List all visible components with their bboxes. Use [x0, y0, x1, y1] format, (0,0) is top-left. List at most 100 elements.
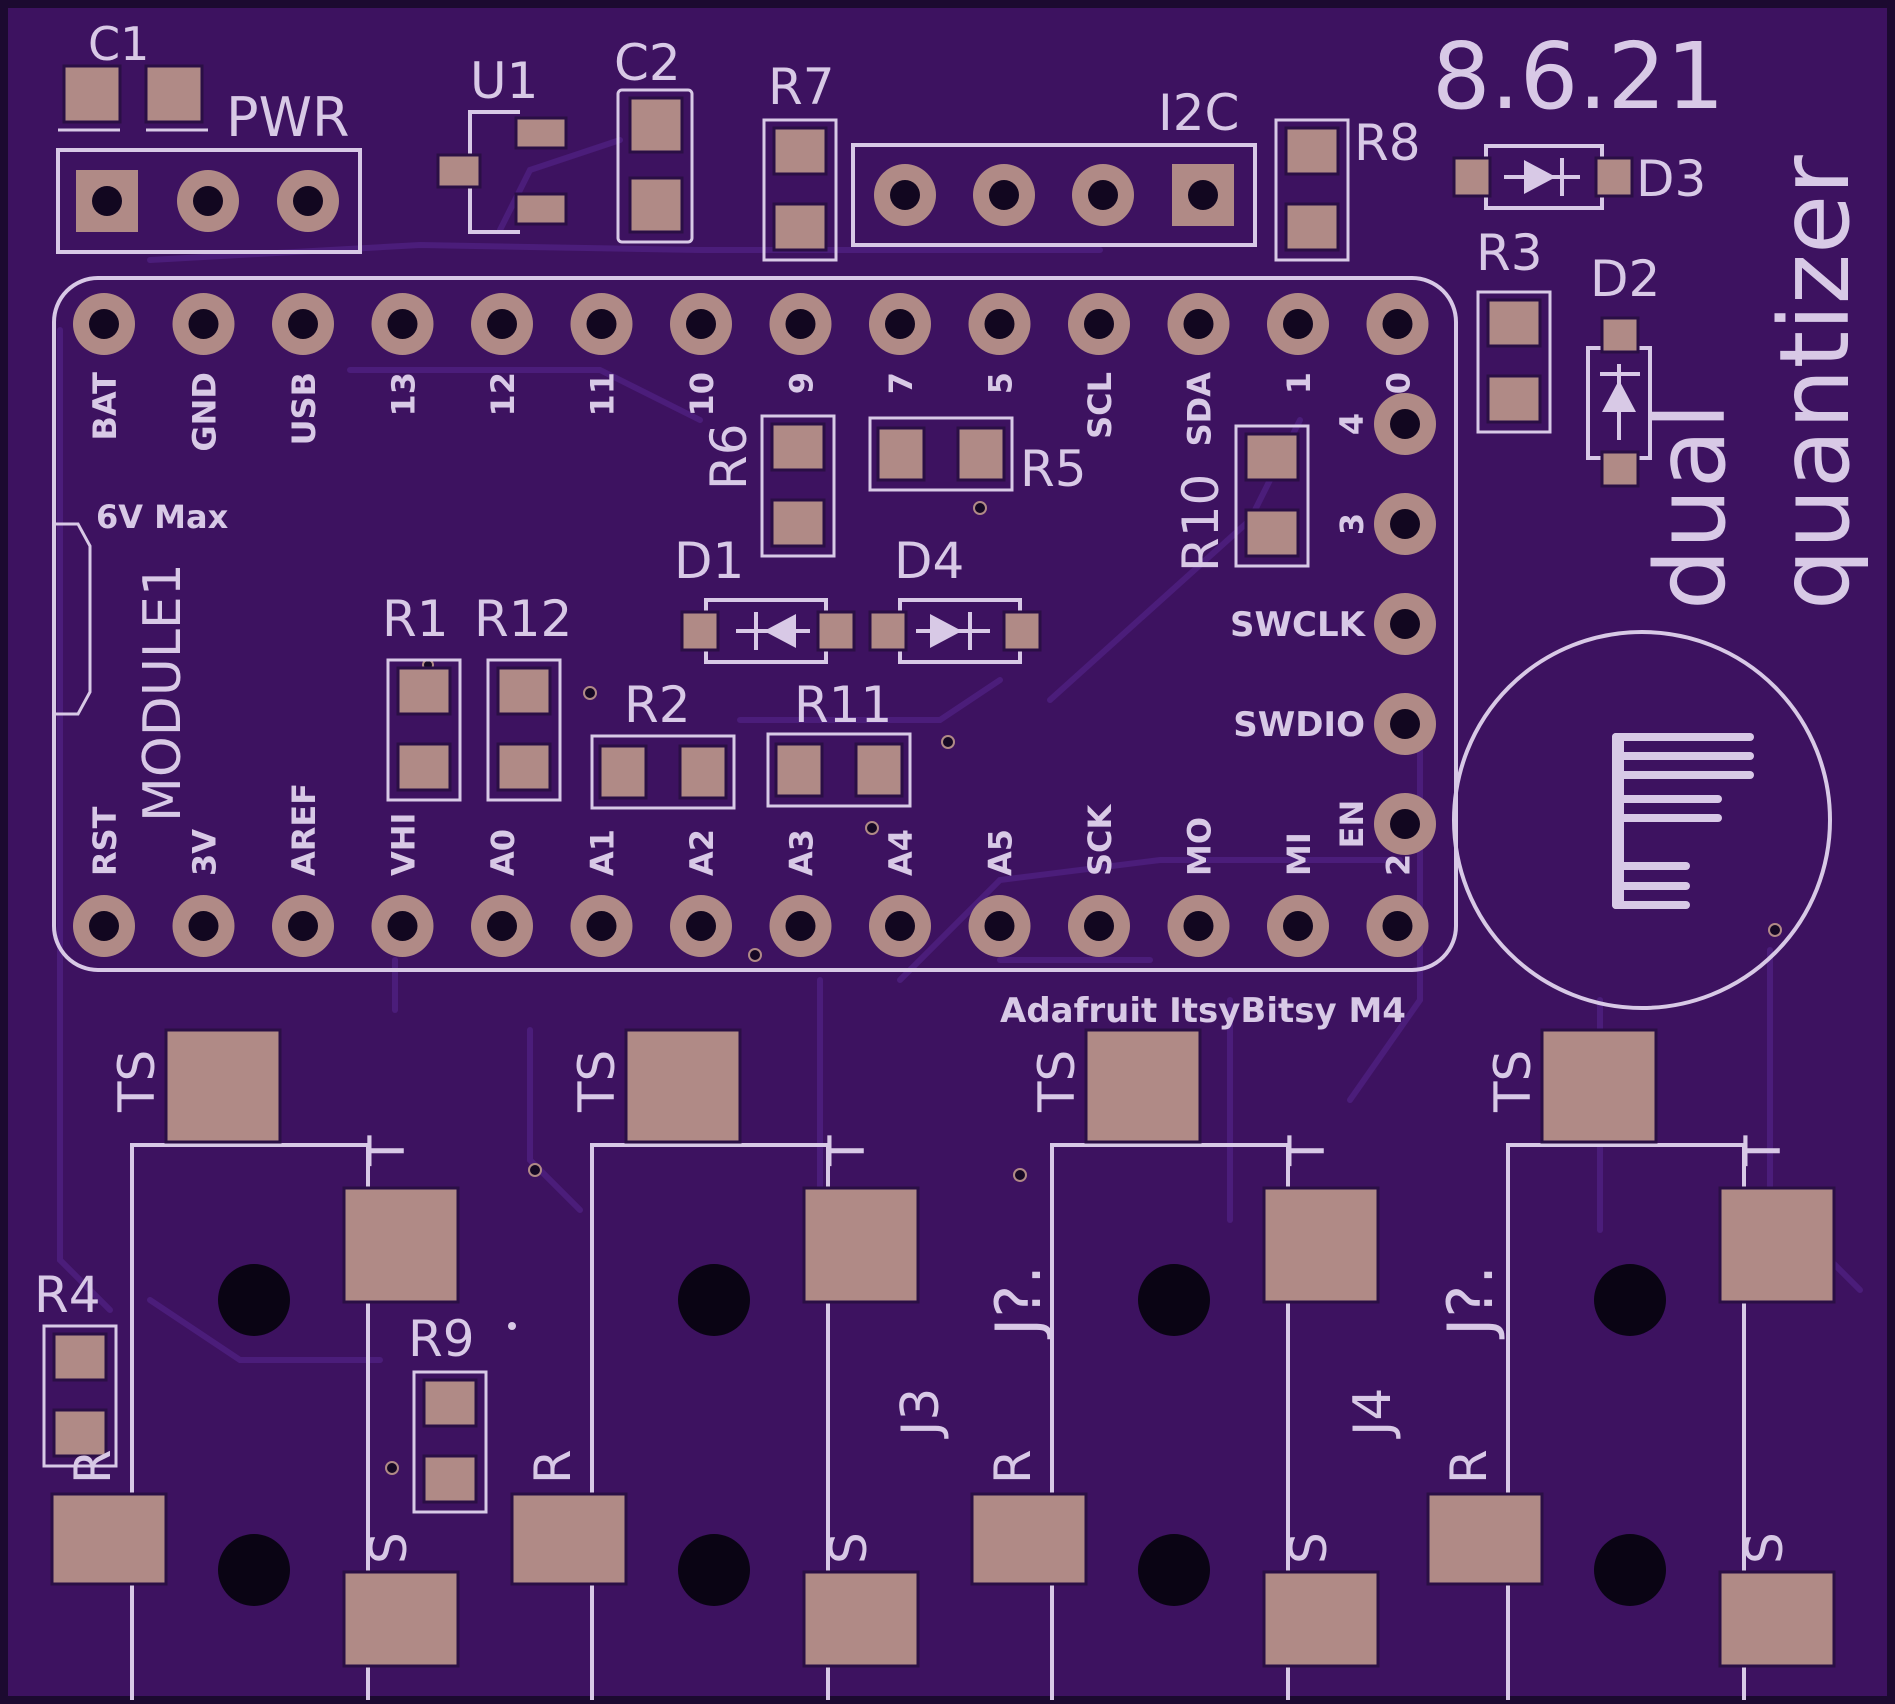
- r1-pad-2: [396, 742, 452, 792]
- jack-3-label-r: R: [984, 1449, 1042, 1484]
- jack-4-r-pad: [1426, 1492, 1544, 1586]
- r2-pad-2: [678, 744, 728, 800]
- jack-2-label-ts: TS: [568, 1050, 626, 1113]
- jack-4-label-ts: TS: [1484, 1050, 1542, 1113]
- jack-4-ts-pad: [1540, 1028, 1658, 1144]
- pin-label-right-4: 4: [1333, 413, 1371, 435]
- d1-pad-1: [680, 610, 720, 652]
- d1-pad-2: [816, 610, 856, 652]
- jack-1-r-pad: [50, 1492, 168, 1586]
- jack-2-r-pad: [510, 1492, 628, 1586]
- r8-pad-1: [1284, 126, 1340, 176]
- r6-outline: [760, 414, 836, 558]
- r4-label: R4: [34, 1266, 101, 1324]
- r7-outline: [762, 118, 838, 262]
- r8-outline: [1274, 118, 1350, 262]
- vias: [385, 501, 1782, 1475]
- d2-label: D2: [1590, 250, 1660, 308]
- r7-pad-1: [772, 126, 828, 176]
- pin-label-bottom-sck: SCK: [1081, 803, 1119, 876]
- pin-label-bottom-mi: MI: [1280, 832, 1318, 876]
- pin-label-right-3: 3: [1333, 513, 1371, 535]
- jack-3-label-t: T: [1278, 1135, 1336, 1167]
- pin-label-top-11: 11: [584, 372, 622, 417]
- pin-label-bottom-vhi: VHI: [385, 813, 423, 876]
- maker-logo: [1452, 630, 1832, 1010]
- r3-pad-2: [1486, 374, 1542, 424]
- r11-pad-1: [774, 742, 824, 798]
- d4-pad-2: [1002, 610, 1042, 652]
- date-code: 8.6.21: [1432, 23, 1725, 130]
- jack-j4-label: J4: [1343, 1388, 1403, 1439]
- pin-label-top-0: 0: [1380, 372, 1418, 394]
- jack-1-label-s: S: [360, 1532, 418, 1564]
- r2-label: R2: [624, 676, 691, 734]
- r6-label: R6: [700, 423, 758, 490]
- jack-3-label-s: S: [1280, 1532, 1338, 1564]
- pin-label-top-12: 12: [484, 372, 522, 417]
- jack-1-label-r: R: [64, 1449, 122, 1484]
- c1-pad-2: [144, 64, 204, 124]
- r5-label: R5: [1020, 440, 1087, 498]
- jack-3-ts-pad: [1084, 1028, 1202, 1144]
- jack-1-label-t: T: [358, 1135, 416, 1167]
- i2c-label: I2C: [1158, 84, 1239, 142]
- pin-label-bottom-a4: A4: [882, 829, 920, 876]
- audio-jack-3: TS T R S: [970, 1028, 1380, 1700]
- r4-pad-1: [52, 1332, 108, 1382]
- jack-3-label-ts: TS: [1028, 1050, 1086, 1113]
- pin-label-bottom-a2: A2: [683, 829, 721, 876]
- pin-label-right-swdio: SWDIO: [1233, 705, 1365, 745]
- d4-pad-1: [868, 610, 908, 652]
- d2-pad-2: [1600, 450, 1640, 488]
- board-title-quantizer: quantizer: [1759, 155, 1871, 610]
- pin-label-top-gnd: GND: [186, 372, 224, 452]
- r6-pad-2: [770, 498, 826, 548]
- jack-3-t-pad: [1262, 1186, 1380, 1304]
- r10-pad-1: [1244, 432, 1300, 482]
- pin-label-top-10: 10: [683, 372, 721, 417]
- r3-pad-1: [1486, 298, 1542, 348]
- pin-label-top-1: 1: [1280, 372, 1318, 394]
- pin-label-bottom-aref: AREF: [285, 783, 323, 876]
- jack-2-label-t: T: [818, 1135, 876, 1167]
- jack-3-r-pad: [970, 1492, 1088, 1586]
- r9-label: R9: [408, 1310, 475, 1368]
- r4-pad-2: [52, 1408, 108, 1458]
- u1-pad-2: [514, 116, 568, 150]
- pin-label-top-scl: SCL: [1081, 372, 1119, 439]
- pwr-header-outline: [56, 148, 362, 254]
- r5-pad-2: [956, 426, 1006, 482]
- d2-pad-1: [1600, 316, 1640, 354]
- r12-label: R12: [474, 590, 572, 648]
- c2-pad-1: [628, 96, 684, 154]
- module1-voltage-note: 6V Max: [96, 498, 229, 536]
- usb-connector-outline: [54, 522, 92, 716]
- jack-2-t-pad: [802, 1186, 920, 1304]
- pin-label-top-13: 13: [385, 372, 423, 417]
- r5-outline: [868, 416, 1014, 492]
- pwr-label: PWR: [226, 86, 349, 149]
- r10-label: R10: [1172, 474, 1230, 572]
- r1-pad-1: [396, 666, 452, 716]
- d3-pad-1: [1452, 156, 1492, 198]
- pin-label-top-9: 9: [783, 372, 821, 394]
- r8-pad-2: [1284, 202, 1340, 252]
- r11-label: R11: [794, 676, 892, 734]
- jack-4-s-pad: [1718, 1570, 1836, 1668]
- r12-outline: [486, 658, 562, 802]
- r8-label: R8: [1354, 114, 1421, 172]
- pin-label-top-sda: SDA: [1181, 372, 1219, 447]
- r9-outline: [412, 1370, 488, 1514]
- pin-label-top-usb: USB: [285, 372, 323, 445]
- r5-pad-1: [876, 426, 926, 482]
- pin-label-bottom-a5: A5: [982, 829, 1020, 876]
- r7-label: R7: [768, 58, 835, 116]
- r9-pad-1: [422, 1378, 478, 1428]
- pin-label-bottom-a0: A0: [484, 829, 522, 876]
